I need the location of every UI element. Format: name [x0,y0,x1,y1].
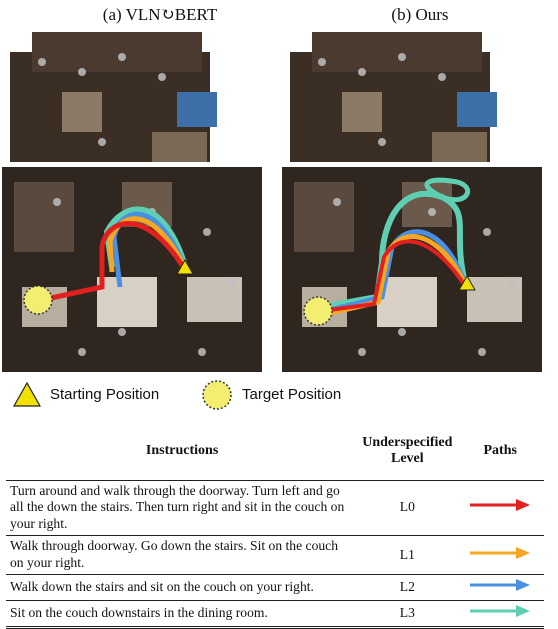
path-arrow-icon [456,536,544,575]
table-row: Walk down the stairs and sit on the couc… [6,574,544,601]
target-circle-icon [202,380,232,410]
instruction-text: Walk down the stairs and sit on the couc… [10,579,314,595]
legend-start-label: Starting Position [50,386,160,403]
level-label: L2 [399,579,415,595]
header-paths: Paths [483,442,517,458]
floorplan-map-ours [282,32,542,372]
instruction-text: Sit on the couch downstairs in the dinin… [10,605,268,621]
legend: Starting Position Target Position [12,380,342,420]
table-row: Turn around and walk through the doorway… [6,480,544,536]
level-label: L0 [399,499,415,515]
instruction-text: Walk through doorway. Go down the stairs… [10,538,338,571]
panel-title-vlnbert: (a) VLN↻BERT [102,5,218,24]
table-row: Sit on the couch downstairs in the dinin… [6,600,544,628]
table-row: Walk through doorway. Go down the stairs… [6,535,544,575]
header-instructions: Instructions [145,442,219,458]
panel-title-ours: (b) Ours [391,5,449,24]
level-label: L1 [399,546,415,562]
table-header-row: Instructions Underspecified Level Paths [6,422,544,480]
header-underspecified-level: Underspecified Level [362,434,453,466]
floorplan-map-vlnbert [2,32,262,372]
path-arrow-icon [456,575,544,601]
path-arrow-icon [456,601,544,628]
instruction-text: Turn around and walk through the doorway… [10,482,345,532]
start-triangle-icon [12,381,42,407]
level-label: L3 [399,605,415,621]
path-arrow-icon [456,480,544,536]
legend-target-label: Target Position [242,386,342,403]
